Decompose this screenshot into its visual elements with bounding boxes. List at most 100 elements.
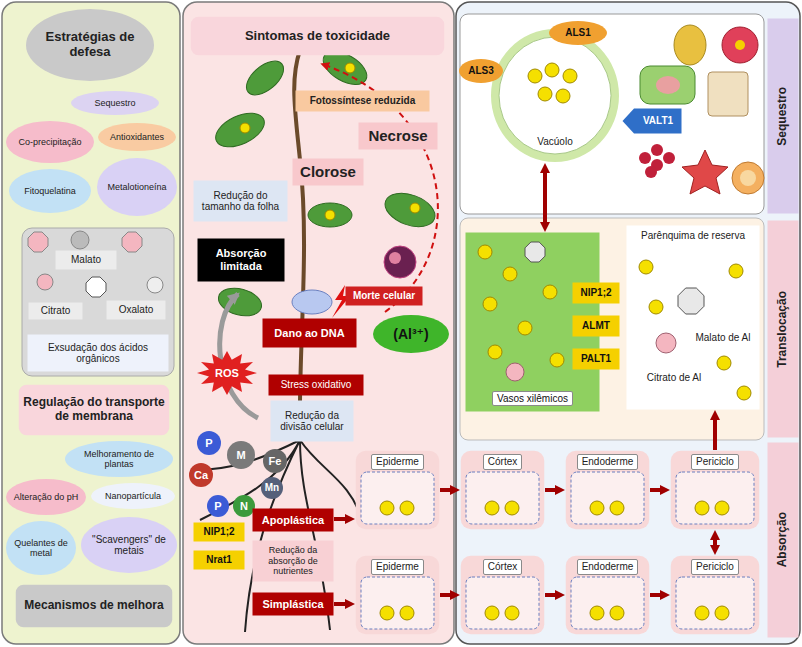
flow-arrow <box>440 593 452 597</box>
symptom-box-text: Redução da absorção de nutrientes <box>256 545 330 576</box>
cell-image <box>384 246 416 278</box>
symptom-box: Absorção limitada <box>197 238 285 282</box>
improvement-ellipse-text: Melhoramento de plantas <box>75 449 163 470</box>
box-outline <box>29 303 83 320</box>
box-outline <box>19 385 170 436</box>
ros-star: ROS <box>196 350 258 396</box>
fruit-core <box>740 170 756 186</box>
tissue-cell: Córtex <box>460 555 545 635</box>
cell-membrane <box>361 577 434 629</box>
star-outline <box>197 351 257 395</box>
vacuole: Vacúolo <box>490 28 620 163</box>
ellipse-outline <box>65 441 173 477</box>
al-dot <box>590 606 604 620</box>
grain-icon <box>645 166 657 178</box>
box-outline <box>16 585 173 628</box>
symptom-box: Fotossíntese reduzida <box>295 90 430 112</box>
al-dot <box>545 63 559 77</box>
ellipse-outline <box>189 463 213 487</box>
improvement-ellipse: Alteração do pH <box>5 478 87 516</box>
ellipse-outline <box>98 123 176 151</box>
al-dot <box>715 501 729 515</box>
section-band: Absorção <box>767 442 799 638</box>
section-band-text: Absorção <box>776 512 790 567</box>
heading-box-text: Mecanismos de melhora <box>24 599 163 613</box>
ellipse-outline <box>227 441 255 469</box>
flower-center <box>735 40 745 50</box>
improvement-ellipse: Quelantes de metal <box>5 520 77 576</box>
strategy-ellipse: Antioxidantes <box>97 122 177 152</box>
al-dot <box>325 210 335 220</box>
acid-label: Malato <box>55 250 117 270</box>
box-outline <box>191 17 445 56</box>
acid-octagon <box>86 277 106 297</box>
nutrient-circle-text: Fe <box>269 455 282 468</box>
nutrient-circle-text: Mn <box>265 482 279 494</box>
transporter-box-text: Nrat1 <box>206 554 232 566</box>
box-outline <box>194 551 245 570</box>
fruit-icon <box>674 25 706 65</box>
xylem-box-text: Vasos xilêmicos <box>492 391 573 407</box>
ellipse-outline <box>261 477 283 499</box>
strategy-ellipse-text: Co-precipitação <box>18 137 81 147</box>
strategy-ellipse-text: Fitoquelatina <box>24 186 76 196</box>
xylem-box: Vasos xilêmicosNIP1;2ALMTPALT1 <box>465 232 600 412</box>
tissue-cell-text: Epiderme <box>371 559 424 575</box>
al-dot <box>380 501 394 515</box>
al-dot <box>345 63 355 73</box>
symptom-box-text: Absorção limitada <box>201 247 281 272</box>
nutrient-circle-text: P <box>214 500 221 513</box>
cell-membrane <box>466 577 539 629</box>
tissue-cell-text: Epiderme <box>371 454 424 470</box>
cell-outline <box>356 556 440 635</box>
al-dot <box>543 285 557 299</box>
box-outline <box>689 329 758 348</box>
tissue-cell: Endoderme <box>565 450 650 530</box>
ellipse-outline <box>91 483 175 509</box>
nutrient-circle: Mn <box>260 476 284 500</box>
tissue-cell-text: Periciclo <box>691 454 739 470</box>
tissue-cell: Endoderme <box>565 555 650 635</box>
al-dot <box>695 501 709 515</box>
flow-arrow <box>545 593 557 597</box>
symptom-box-text: Stress oxidativo <box>281 379 352 391</box>
octagon-icon <box>678 288 704 314</box>
nutrient-circle-text: Ca <box>194 469 208 482</box>
improvement-ellipse-text: Alteração do pH <box>14 492 79 502</box>
cell-outline <box>566 451 650 530</box>
ellipse-outline <box>97 158 177 216</box>
box-outline <box>107 301 166 320</box>
box-outline <box>269 375 364 396</box>
improvement-ellipse-text: Quelantes de metal <box>12 538 70 559</box>
transporter-box: PALT1 <box>572 348 620 370</box>
tissue-cell: Epiderme <box>355 555 440 635</box>
al-dot <box>240 123 250 133</box>
leaf <box>211 106 270 153</box>
al-dot <box>538 87 552 101</box>
cell-outline <box>671 556 760 635</box>
al-dot <box>563 69 577 83</box>
acid-dot <box>71 231 89 249</box>
complex-icon <box>506 363 524 381</box>
symptom-box-text: Dano ao DNA <box>274 327 344 340</box>
acid-label: Oxalato <box>106 300 166 320</box>
ellipse-outline <box>459 59 503 83</box>
cell-membrane <box>571 577 644 629</box>
sequestration-section <box>460 14 764 214</box>
tissue-cell: Epiderme <box>355 450 440 530</box>
leaf <box>308 203 352 227</box>
flow-arrow <box>650 593 662 597</box>
cell-outline <box>461 556 545 635</box>
box-outline <box>627 226 760 410</box>
transporter-ellipse: ALS3 <box>458 58 504 84</box>
cell-membrane <box>466 472 539 524</box>
roots <box>195 440 362 632</box>
strategy-ellipse: Metalotioneína <box>96 157 178 217</box>
box-outline <box>359 123 438 150</box>
cell-icon <box>640 66 695 104</box>
box-outline <box>768 19 799 214</box>
transporter-arrow: VALT1 <box>622 108 682 134</box>
nutrient-circle: M <box>226 440 256 470</box>
symptom-box: Stress oxidativo <box>268 374 364 396</box>
